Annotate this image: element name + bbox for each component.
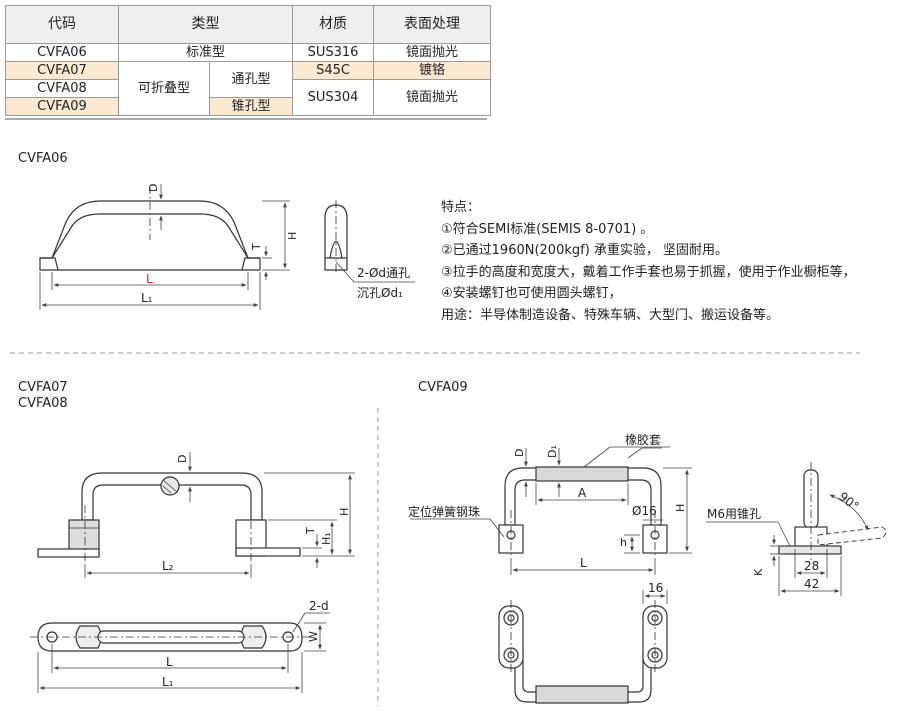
cvfa09-side-view [778,462,887,560]
dim-label-l: L [580,556,587,570]
dim-label-a: A [578,486,587,500]
dim-label-t: T [304,527,317,535]
dim-label-2d: 2-d [309,599,329,613]
dim-label-16: 16 [648,581,663,595]
cell-subtype: 通孔型 [209,61,293,98]
cvfa09-side-dimensions [706,521,842,596]
table-row: CVFA06 标准型 SUS316 镜面抛光 [5,43,491,62]
dim-label-h: H [286,232,299,240]
cvfa09-top-dimensions [642,590,668,604]
section-label-cvfa07: CVFA07 [18,380,68,395]
dim-label-l2: L₂ [162,559,174,573]
cvfa07-top-dimensions [37,612,330,693]
taper-hole-label: M6用锥孔 [707,507,761,521]
dim-label-w: W [307,631,320,642]
cell-material: S45C [292,61,374,80]
cvfa07-top-view [30,622,310,652]
feature-item: ④安装螺钉也可使用圆头螺钉， [441,286,622,301]
cvfa07-front-view [37,472,301,565]
cvfa06-side-view [324,200,415,283]
rubber-sleeve-label: 橡胶套 [625,432,661,447]
section-label-cvfa08: CVFA08 [18,396,68,411]
cell-material: SUS304 [292,79,374,116]
cell-finish: 镜面抛光 [373,79,491,116]
table-row: CVFA09 锥孔型 [5,97,491,116]
header-finish: 表面处理 [373,5,491,44]
dim-label-dia16: Ø16 [632,504,657,518]
hole-label-through: 2-Ød通孔 [357,266,410,280]
cell-code: CVFA09 [5,97,119,116]
feature-item: ②已通过1960N(200kgf) 承重实验， 坚固耐用。 [441,243,729,258]
cvfa09-dimensions [410,446,692,575]
table-row: CVFA07 可折叠型 通孔型 S45C 镀铬 [5,61,491,116]
header-code: 代码 [5,5,119,44]
dim-label-d: D [147,184,160,192]
feature-item: ③拉手的高度和宽度大，戴着工作手套也易于抓握，使用于作业橱柜等， [441,264,856,280]
features-block: 特点： ①符合SEMI标准(SEMIS 8-0701) 。 ②已通过1960N(… [441,197,856,326]
dim-label-28: 28 [804,559,819,573]
cell-finish: 镀铬 [373,61,491,80]
dim-label-d: D [176,455,189,463]
dim-label-t: T [250,243,263,251]
angle-label: 90° [836,489,861,513]
cvfa06-dimensions [39,184,290,310]
dim-label-42: 42 [804,577,819,591]
dim-label-h1: H₁ [320,532,333,545]
cvfa07-dimensions [84,452,355,578]
table-header-row: 代码 类型 材质 表面处理 [5,5,491,44]
dim-label-l1: L₁ [162,675,174,689]
dim-label-l1: L₁ [141,291,153,305]
cvfa06-front-view [39,186,261,271]
usage-text: 用途：半导体制造设备、特殊车辆、大型门、搬运设备等。 [441,307,780,323]
cell-type: 标准型 [118,43,293,62]
features-heading: 特点： [441,200,481,215]
spec-table: 代码 类型 材质 表面处理 CVFA06 标准型 SUS316 镜面抛光 CVF… [5,5,491,116]
cell-folding-type: 可折叠型 [118,61,210,116]
cell-finish: 镜面抛光 [373,43,491,62]
feature-item: ①符合SEMI标准(SEMIS 8-0701) 。 [441,221,654,237]
table-row: CVFA08 SUS304 镜面抛光 [5,79,491,116]
dim-label-l: L [166,655,173,669]
cell-code: CVFA07 [5,61,119,80]
section-label-cvfa09: CVFA09 [418,380,468,395]
cvfa09-top-view [498,600,668,704]
cell-subtype: 锥孔型 [209,97,293,116]
section-label-cvfa06: CVFA06 [18,151,68,166]
dim-label-d: D [513,449,526,457]
ball-plunger-label: 定位弹簧钢珠 [408,504,480,519]
dim-label-h: H [674,504,687,512]
hole-label-counterbore: 沉孔Ød₁ [357,286,403,300]
dim-label-k: K [752,568,765,576]
cvfa09-front-view [498,466,668,560]
dim-label-h-small: h [620,536,627,549]
dim-label-l: L [146,272,153,286]
cell-code: CVFA06 [5,43,119,62]
dim-label-d1: D₁ [546,445,559,458]
dim-label-h: H [338,508,351,516]
